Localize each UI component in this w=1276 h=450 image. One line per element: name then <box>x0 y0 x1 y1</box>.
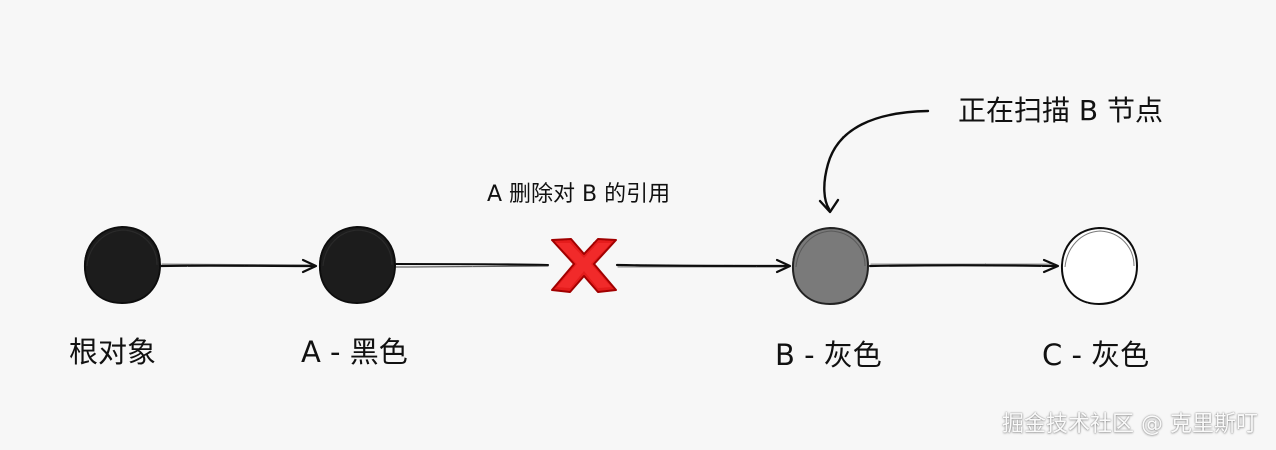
scan-arrow <box>818 109 930 214</box>
root-to-a-arrow <box>158 258 318 274</box>
watermark-text: 掘金技术社区 @ 克里斯叮 <box>1002 412 1258 437</box>
a-to-cross-line <box>394 262 550 268</box>
b-to-c-arrow <box>868 258 1060 274</box>
c-node <box>1060 226 1139 306</box>
root-node <box>83 225 162 305</box>
cross-to-b-arrow <box>615 258 792 274</box>
scanning-label: 正在扫描 B 节点 <box>958 94 1164 127</box>
delete-reference-label: A 删除对 B 的引用 <box>487 182 671 207</box>
root-label: 根对象 <box>69 335 157 369</box>
a-node <box>318 225 397 305</box>
b-node <box>791 226 870 306</box>
c-label: C - 灰色 <box>1042 338 1150 372</box>
a-label: A - 黑色 <box>301 335 408 369</box>
cross-icon <box>551 238 617 293</box>
b-label: B - 灰色 <box>775 338 882 372</box>
